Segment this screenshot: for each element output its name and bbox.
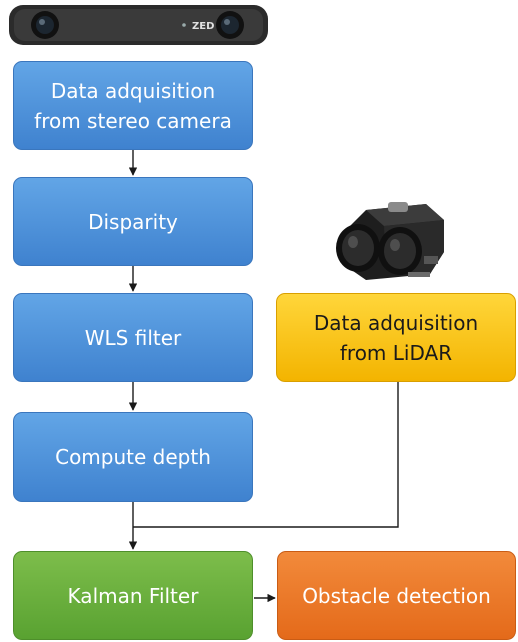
kalman-filter-label: Kalman Filter xyxy=(67,583,199,608)
wls-filter-label: WLS filter xyxy=(84,325,182,350)
edge-lidar-to-kalman xyxy=(133,382,399,528)
disparity-box: Disparity xyxy=(13,177,253,266)
stereo-camera-image: ZED xyxy=(9,5,268,45)
kalman-filter-box: Kalman Filter xyxy=(13,551,253,640)
compute-depth-label: Compute depth xyxy=(55,445,211,469)
lidar-acquisition-box: Data adquisition from LiDAR xyxy=(276,293,516,382)
obstacle-detection-label: Obstacle detection xyxy=(302,583,491,608)
lidar-image xyxy=(336,202,444,280)
wls-filter-box: WLS filter xyxy=(13,293,253,382)
stereo-acquisition-label: Data adquisition from stereo camera xyxy=(34,78,232,133)
stereo-acquisition-box: Data adquisition from stereo camera xyxy=(13,61,253,150)
lidar-acquisition-label: Data adquisition from LiDAR xyxy=(313,310,479,365)
zed-logo: ZED xyxy=(192,21,214,32)
obstacle-detection-box: Obstacle detection xyxy=(277,551,516,640)
compute-depth-box: Compute depth xyxy=(13,412,253,502)
disparity-label: Disparity xyxy=(88,209,178,234)
